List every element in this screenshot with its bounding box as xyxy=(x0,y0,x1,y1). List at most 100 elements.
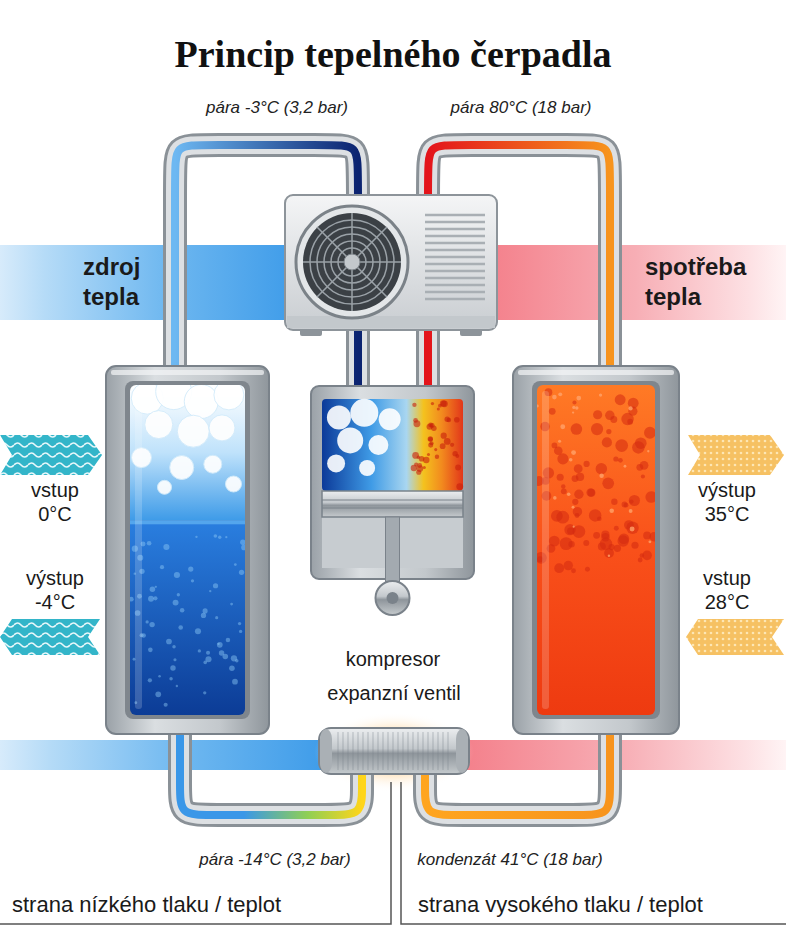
evaporator-art xyxy=(155,692,161,698)
condenser-art xyxy=(542,391,549,709)
lower-band xyxy=(460,740,786,770)
condenser-art xyxy=(549,536,560,547)
evaporator-art xyxy=(106,366,269,734)
valve-art xyxy=(373,732,374,770)
evaporator-art xyxy=(133,658,136,661)
condenser-art xyxy=(572,525,585,538)
valve-art xyxy=(413,732,414,770)
condenser-art xyxy=(608,544,614,550)
condenser-art xyxy=(638,558,643,563)
valve-art xyxy=(383,732,384,770)
condenser-art xyxy=(599,474,603,478)
condenser-art xyxy=(589,509,601,521)
evaporator-art xyxy=(166,639,172,645)
condenser-art xyxy=(573,507,582,516)
lower-band xyxy=(0,740,330,770)
condenser-art xyxy=(585,567,590,572)
evaporator-art xyxy=(239,570,244,575)
condenser-art xyxy=(606,429,611,434)
condenser-art xyxy=(629,495,640,506)
condenser-art xyxy=(641,474,645,478)
evaporator-art xyxy=(226,638,230,642)
condenser-art xyxy=(596,463,607,474)
pipe-label: kondenzát 41°C (18 bar) xyxy=(417,850,602,870)
evaporator-art xyxy=(170,456,194,480)
condenser-art xyxy=(593,532,600,539)
outdoor-unit xyxy=(285,195,497,336)
evaporator-art xyxy=(130,385,245,715)
pipe-label: pára 80°C (18 bar) xyxy=(451,98,592,118)
evaporator-art xyxy=(105,365,270,735)
condenser-art xyxy=(564,561,573,570)
valve-art xyxy=(443,732,444,770)
compressor-art xyxy=(379,408,401,430)
compressor-art xyxy=(435,454,439,458)
evaporator-art xyxy=(229,666,235,672)
valve-art xyxy=(393,732,394,770)
condenser-art xyxy=(614,545,621,552)
evaporator-art xyxy=(234,563,237,566)
node-label: vstup 0°C xyxy=(15,478,95,526)
condenser-art xyxy=(627,419,633,425)
outdoor-unit xyxy=(425,215,485,299)
valve-art xyxy=(388,732,389,770)
evaporator-art xyxy=(150,586,156,592)
evaporator-art xyxy=(209,415,235,441)
evaporator-art xyxy=(203,608,208,613)
condenser-art xyxy=(601,533,609,541)
compressor-art xyxy=(431,402,434,405)
compressor-art xyxy=(413,418,418,423)
evaporator-art xyxy=(172,645,175,648)
outdoor-unit xyxy=(285,195,497,330)
evaporator-art xyxy=(209,590,211,592)
valve-art xyxy=(348,732,349,770)
condenser-art xyxy=(572,499,578,505)
condenser-art xyxy=(645,491,655,503)
evaporator-art xyxy=(170,665,175,670)
condenser-art xyxy=(537,385,655,715)
compressor-art xyxy=(387,592,399,604)
valve-art xyxy=(408,732,409,770)
evaporator-art xyxy=(176,685,178,687)
evaporator-art xyxy=(191,579,194,582)
compressor-art xyxy=(423,457,430,464)
condenser-art xyxy=(561,488,567,494)
compressor-art xyxy=(454,417,460,423)
compressor-art xyxy=(368,435,388,455)
heat-source-band xyxy=(0,245,300,320)
condenser-art xyxy=(643,531,651,539)
brine-arrow xyxy=(0,435,102,475)
outdoor-unit xyxy=(287,316,495,328)
condenser-art xyxy=(598,543,606,551)
evaporator-art xyxy=(204,455,222,473)
evaporator-art xyxy=(213,583,218,588)
heating-water-arrow xyxy=(686,435,784,655)
heating-water-arrow xyxy=(688,435,784,475)
condenser-art xyxy=(583,540,589,546)
valve-art xyxy=(363,732,364,770)
compressor-art xyxy=(427,424,433,430)
valve-art xyxy=(418,732,419,770)
condenser-art xyxy=(614,526,619,531)
compressor-art xyxy=(310,385,475,580)
condenser-art xyxy=(575,406,578,409)
evaporator-art xyxy=(146,620,149,623)
compressor-art xyxy=(455,464,461,470)
evaporator-art xyxy=(188,566,193,571)
heat-use-band xyxy=(485,245,786,320)
evaporator-art xyxy=(225,536,227,538)
condenser-art xyxy=(618,458,623,463)
condenser-art xyxy=(513,366,679,734)
condenser-art xyxy=(557,474,564,481)
condenser-art xyxy=(632,441,644,453)
pipe-label: pára -14°C (3,2 bar) xyxy=(199,850,350,870)
condenser-art xyxy=(571,568,576,573)
evaporator-art xyxy=(148,648,153,653)
valve-art xyxy=(319,728,469,774)
condenser-art xyxy=(573,526,575,528)
evaporator-art xyxy=(232,679,238,685)
evaporator-art xyxy=(177,593,180,596)
condenser-art xyxy=(572,411,574,413)
condenser-art xyxy=(512,365,680,735)
